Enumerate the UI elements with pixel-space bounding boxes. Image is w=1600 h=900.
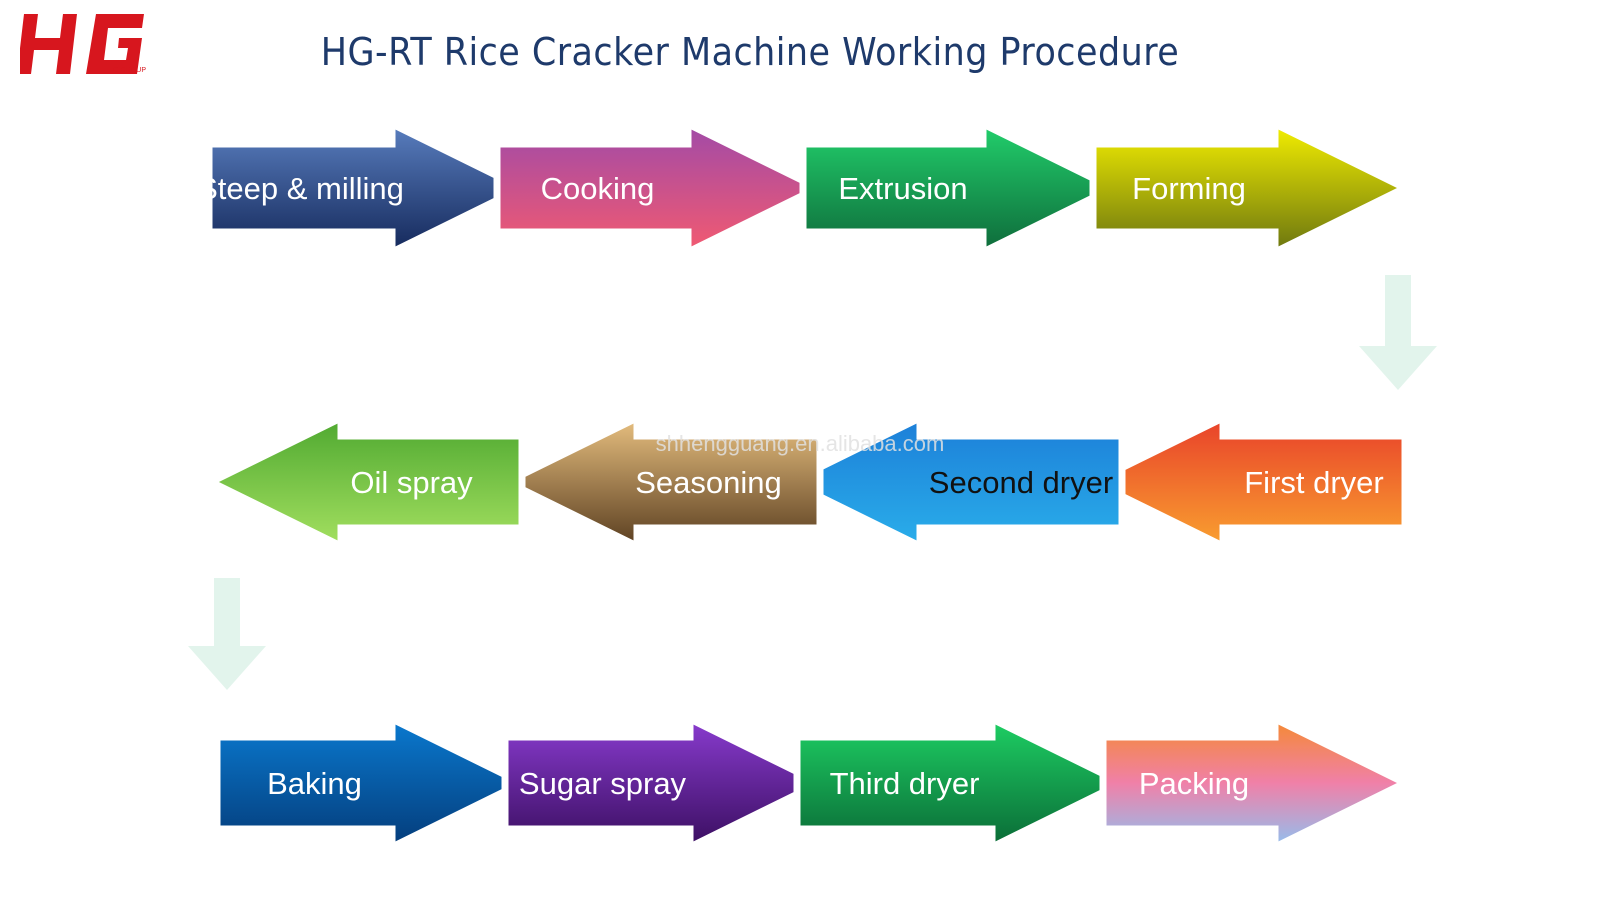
step-arrow xyxy=(213,713,530,853)
process-step: Sugar spray xyxy=(501,713,828,853)
step-arrow xyxy=(205,118,530,258)
step-label: Third dryer xyxy=(830,766,980,801)
step-arrow xyxy=(782,412,1126,552)
step-label: Extrusion xyxy=(838,171,967,206)
process-step: Oil spray xyxy=(203,412,526,552)
step-arrow xyxy=(1089,118,1413,258)
step-label: Seasoning xyxy=(635,465,782,500)
down-connector-arrow xyxy=(188,578,266,690)
watermark: shhengguang.en.alibaba.com xyxy=(656,431,945,456)
down-connector-arrow xyxy=(1359,275,1437,390)
step-label: Oil spray xyxy=(350,465,473,500)
process-step: Cooking xyxy=(493,118,826,258)
page-title: HG-RT Rice Cracker Machine Working Proce… xyxy=(320,30,1180,74)
process-step: Second dryer xyxy=(782,412,1126,552)
step-label: Second dryer xyxy=(929,465,1113,500)
step-label: First dryer xyxy=(1244,465,1384,500)
process-step: Baking xyxy=(213,713,530,853)
step-label: Steep & milling xyxy=(197,171,404,206)
process-step: Packing xyxy=(1099,713,1413,853)
process-step: Extrusion xyxy=(799,118,1121,258)
step-label: Baking xyxy=(267,766,362,801)
process-step: Seasoning xyxy=(499,412,824,552)
step-label: Packing xyxy=(1139,766,1249,801)
step-arrow xyxy=(501,713,828,853)
step-arrow xyxy=(499,412,824,552)
process-step: First dryer xyxy=(1085,412,1409,552)
step-arrow xyxy=(793,713,1130,853)
step-arrow xyxy=(203,412,526,552)
step-label: Forming xyxy=(1132,171,1246,206)
step-arrow xyxy=(799,118,1121,258)
hg-logo: HG GROUP xyxy=(20,14,146,74)
logo-subtext: HG GROUP xyxy=(108,67,146,74)
step-arrow xyxy=(1099,713,1413,853)
step-arrow xyxy=(1085,412,1409,552)
process-step: Steep & milling xyxy=(197,118,530,258)
process-step: Forming xyxy=(1089,118,1413,258)
step-label: Sugar spray xyxy=(519,766,687,801)
step-arrow xyxy=(493,118,826,258)
step-label: Cooking xyxy=(541,171,655,206)
process-step: Third dryer xyxy=(793,713,1130,853)
